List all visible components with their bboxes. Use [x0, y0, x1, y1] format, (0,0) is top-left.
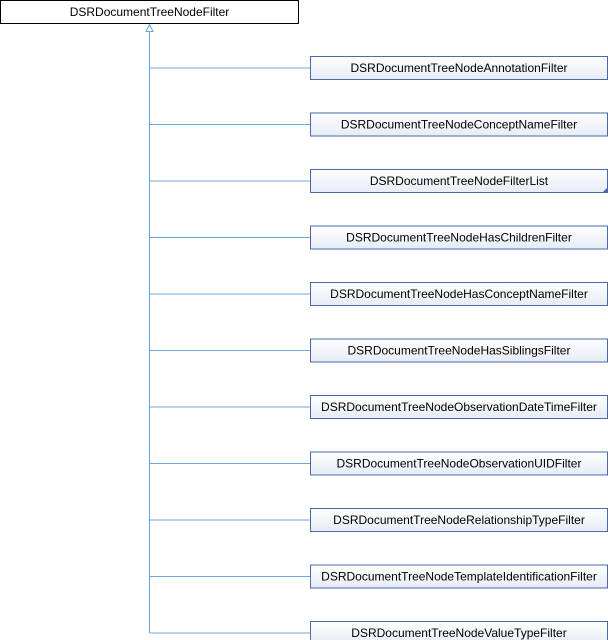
- derived-class-label: DSRDocumentTreeNodeHasConceptNameFilter: [330, 287, 588, 301]
- derived-class-node[interactable]: DSRDocumentTreeNodeHasConceptNameFilter: [310, 282, 608, 306]
- derived-class-node[interactable]: DSRDocumentTreeNodeValueTypeFilter: [310, 621, 608, 640]
- derived-class-label: DSRDocumentTreeNodeValueTypeFilter: [351, 626, 566, 640]
- folded-marker-icon: [602, 187, 608, 193]
- derived-class-label: DSRDocumentTreeNodeHasChildrenFilter: [346, 231, 572, 245]
- base-class-box: [0, 0, 299, 24]
- derived-class-node[interactable]: DSRDocumentTreeNodeHasSiblingsFilter: [310, 338, 608, 363]
- derived-class-label: DSRDocumentTreeNodeObservationDateTimeFi…: [321, 400, 597, 414]
- derived-class-label: DSRDocumentTreeNodeHasSiblingsFilter: [348, 344, 571, 358]
- inheritance-arrowhead: [145, 23, 154, 32]
- base-class-label: DSRDocumentTreeNodeFilter: [70, 5, 230, 19]
- derived-class-node[interactable]: DSRDocumentTreeNodeObservationDateTimeFi…: [310, 395, 608, 419]
- derived-class-label: DSRDocumentTreeNodeRelationshipTypeFilte…: [333, 513, 585, 527]
- derived-class-node[interactable]: DSRDocumentTreeNodeFilterList: [310, 169, 608, 193]
- inheritance-connectors: [145, 23, 311, 634]
- base-class-node[interactable]: DSRDocumentTreeNodeFilter: [0, 0, 299, 24]
- derived-class-node[interactable]: DSRDocumentTreeNodeRelationshipTypeFilte…: [310, 508, 608, 532]
- derived-class-node[interactable]: DSRDocumentTreeNodeAnnotationFilter: [310, 56, 608, 80]
- derived-class-label: DSRDocumentTreeNodeTemplateIdentificatio…: [321, 570, 597, 584]
- derived-class-label: DSRDocumentTreeNodeConceptNameFilter: [341, 118, 577, 132]
- derived-class-label: DSRDocumentTreeNodeObservationUIDFilter: [337, 457, 582, 471]
- derived-class-label: DSRDocumentTreeNodeFilterList: [370, 174, 549, 188]
- derived-class-node[interactable]: DSRDocumentTreeNodeTemplateIdentificatio…: [310, 564, 608, 589]
- derived-classes: DSRDocumentTreeNodeAnnotationFilterDSRDo…: [310, 56, 608, 640]
- derived-class-label: DSRDocumentTreeNodeAnnotationFilter: [351, 61, 568, 75]
- derived-class-node[interactable]: DSRDocumentTreeNodeHasChildrenFilter: [310, 225, 608, 250]
- derived-class-node[interactable]: DSRDocumentTreeNodeConceptNameFilter: [310, 112, 608, 137]
- derived-class-node[interactable]: DSRDocumentTreeNodeObservationUIDFilter: [310, 451, 608, 476]
